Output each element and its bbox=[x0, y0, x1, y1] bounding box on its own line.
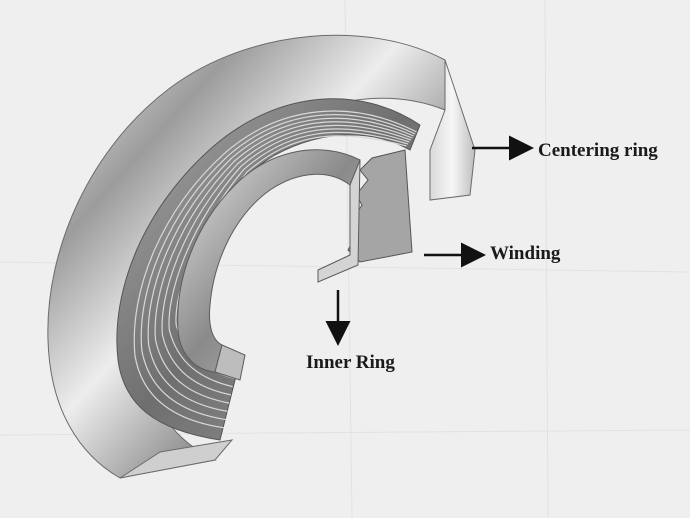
winding-layer-line bbox=[133, 110, 417, 429]
winding-layer-line bbox=[168, 128, 410, 388]
centering-ring-bottom-cap bbox=[119, 439, 234, 479]
centering-ring-end-cap bbox=[429, 59, 476, 201]
inner-ring-end bbox=[317, 159, 361, 283]
winding-layer-line bbox=[154, 121, 413, 404]
winding-layer-line bbox=[147, 117, 414, 412]
winding-layer-line bbox=[161, 124, 411, 396]
inner-ring-label: Inner Ring bbox=[306, 352, 395, 373]
winding-layer-line bbox=[140, 114, 416, 421]
winding-label: Winding bbox=[490, 243, 561, 264]
centering-ring-label: Centering ring bbox=[538, 140, 658, 161]
inner-ring bbox=[177, 149, 361, 373]
inner-ring-bottom-end bbox=[214, 344, 246, 381]
